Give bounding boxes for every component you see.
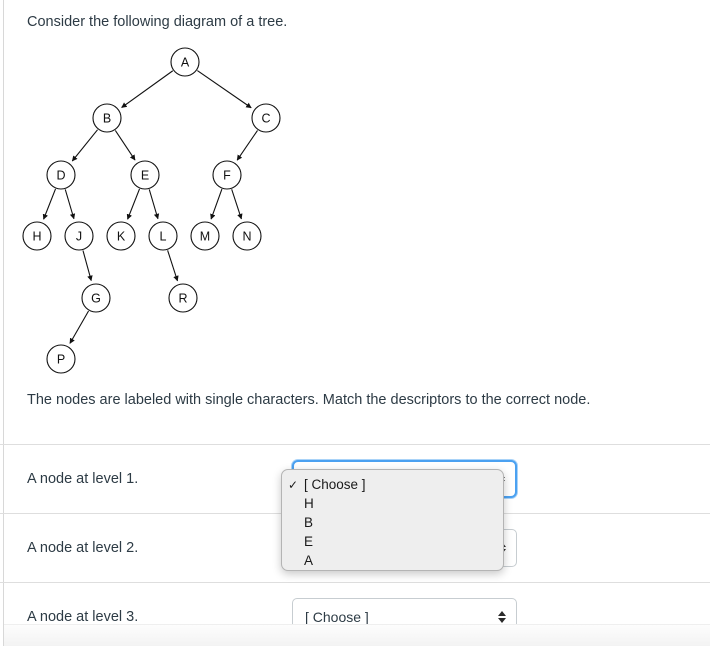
tree-node-label-H: H bbox=[32, 230, 41, 244]
match-row-descriptor: A node at level 2. bbox=[27, 540, 139, 556]
tree-node-circle-D bbox=[46, 160, 76, 190]
tree-node-K: K bbox=[106, 221, 136, 251]
tree-node-L: L bbox=[148, 221, 178, 251]
select-option[interactable]: B bbox=[282, 513, 503, 532]
tree-node-G: G bbox=[81, 283, 111, 313]
tree-node-label-D: D bbox=[56, 169, 65, 183]
question-prompt-bottom: The nodes are labeled with single charac… bbox=[27, 392, 591, 408]
tree-node-circle-A bbox=[170, 47, 200, 77]
tree-node-circle-K bbox=[106, 221, 136, 251]
tree-node-circle-M bbox=[190, 221, 220, 251]
tree-diagram: A B C D E F H J K L M N G R P bbox=[0, 36, 320, 386]
match-row-descriptor: A node at level 1. bbox=[27, 471, 139, 487]
question-prompt-top: Consider the following diagram of a tree… bbox=[27, 14, 288, 30]
tree-node-circle-G bbox=[81, 283, 111, 313]
tree-node-label-P: P bbox=[57, 353, 65, 367]
tree-node-circle-N bbox=[232, 221, 262, 251]
tree-edge-E-K bbox=[126, 188, 141, 220]
tree-node-label-C: C bbox=[261, 112, 270, 126]
tree-node-circle-C bbox=[251, 103, 281, 133]
tree-edge-F-M bbox=[210, 188, 223, 220]
tree-node-A: A bbox=[170, 47, 200, 77]
tree-edge-B-D bbox=[71, 129, 99, 162]
tree-node-H: H bbox=[22, 221, 52, 251]
tree-edge-L-R bbox=[167, 250, 179, 282]
match-row-descriptor: A node at level 3. bbox=[27, 609, 139, 625]
tree-node-label-R: R bbox=[178, 292, 187, 306]
select-option[interactable]: E bbox=[282, 532, 503, 551]
tree-edge-C-F bbox=[236, 130, 258, 161]
select-option[interactable]: H bbox=[282, 494, 503, 513]
tree-node-label-F: F bbox=[223, 169, 231, 183]
tree-node-circle-P bbox=[46, 344, 76, 374]
tree-edge-E-L bbox=[148, 189, 160, 220]
tree-node-P: P bbox=[46, 344, 76, 374]
select-option[interactable]: ✓ [ Choose ] bbox=[282, 475, 503, 494]
tree-node-label-K: K bbox=[117, 230, 126, 244]
stepper-arrows-icon bbox=[497, 608, 507, 626]
tree-node-label-J: J bbox=[76, 230, 82, 244]
tree-edge-F-N bbox=[231, 189, 243, 220]
checkmark-icon: ✓ bbox=[288, 477, 299, 492]
select-option-label: E bbox=[304, 534, 314, 549]
tree-node-D: D bbox=[46, 160, 76, 190]
tree-diagram-svg: A B C D E F H J K L M N G R P bbox=[22, 47, 281, 374]
tree-node-circle-F bbox=[212, 160, 242, 190]
tree-node-label-B: B bbox=[103, 112, 111, 126]
select-option-label: B bbox=[304, 515, 314, 530]
tree-edge-G-P bbox=[69, 310, 90, 344]
select-option-label: H bbox=[304, 496, 314, 511]
tree-node-label-L: L bbox=[160, 230, 167, 244]
node-select-value: [ Choose ] bbox=[305, 609, 369, 625]
tree-node-circle-J bbox=[64, 221, 94, 251]
tree-node-B: B bbox=[92, 103, 122, 133]
tree-node-E: E bbox=[130, 160, 160, 190]
tree-node-circle-B bbox=[92, 103, 122, 133]
tree-node-N: N bbox=[232, 221, 262, 251]
tree-node-label-A: A bbox=[181, 56, 190, 70]
select-option-label: [ Choose ] bbox=[304, 477, 366, 492]
tree-edge-A-C bbox=[197, 70, 252, 109]
left-border-rule bbox=[3, 0, 4, 646]
select-option-label: A bbox=[304, 553, 314, 568]
tree-node-M: M bbox=[190, 221, 220, 251]
tree-edge-A-B bbox=[121, 70, 174, 108]
tree-node-label-E: E bbox=[141, 169, 149, 183]
tree-node-circle-R bbox=[168, 283, 198, 313]
tree-node-F: F bbox=[212, 160, 242, 190]
tree-node-label-N: N bbox=[242, 230, 251, 244]
tree-node-R: R bbox=[168, 283, 198, 313]
tree-node-circle-L bbox=[148, 221, 178, 251]
tree-node-circle-E bbox=[130, 160, 160, 190]
bottom-gradient-band bbox=[4, 624, 710, 646]
select-option[interactable]: A bbox=[282, 551, 503, 570]
tree-edge-B-E bbox=[114, 130, 136, 161]
tree-node-circle-H bbox=[22, 221, 52, 251]
tree-node-C: C bbox=[251, 103, 281, 133]
tree-edge-J-G bbox=[82, 250, 93, 282]
tree-node-J: J bbox=[64, 221, 94, 251]
tree-edge-D-J bbox=[64, 189, 76, 220]
tree-node-label-M: M bbox=[200, 230, 210, 244]
tree-edge-D-H bbox=[42, 188, 57, 220]
tree-node-label-G: G bbox=[91, 292, 101, 306]
